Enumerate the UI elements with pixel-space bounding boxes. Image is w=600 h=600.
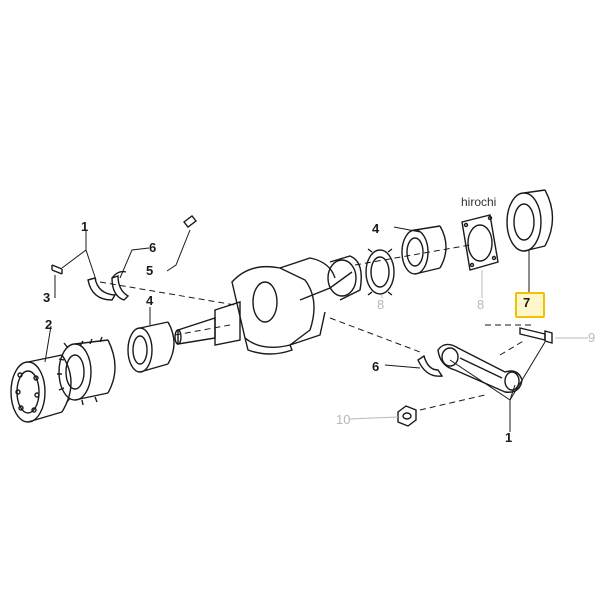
- callout-5[interactable]: 5: [146, 263, 154, 278]
- callout-10[interactable]: 10: [336, 412, 351, 427]
- bearing-sleeve-top-part: [401, 225, 447, 275]
- bearing-shell-upper-part: [87, 277, 117, 301]
- key-part: [183, 215, 197, 228]
- bearing-shell-6-part: [111, 270, 130, 301]
- nut-part: [397, 405, 417, 427]
- shaft-seal-part: [506, 189, 554, 252]
- gear-sprocket-part: [57, 336, 116, 406]
- callout-4-left[interactable]: 4: [146, 293, 154, 308]
- assembly-axis-lines: [99, 244, 535, 411]
- callout-2[interactable]: 2: [45, 317, 53, 332]
- leader-lines-grey: [349, 270, 588, 420]
- connecting-rod-part: [437, 343, 523, 393]
- callout-4-top[interactable]: 4: [372, 221, 380, 236]
- ball-bearing-part: [10, 354, 72, 423]
- bolt-part: [519, 327, 553, 344]
- callout-8-a[interactable]: 8: [377, 297, 385, 312]
- callout-1-top[interactable]: 1: [81, 219, 89, 234]
- callout-6-lower[interactable]: 6: [372, 359, 380, 374]
- crankshaft-part: [174, 255, 362, 355]
- bearing-shell-lower-part: [417, 354, 444, 377]
- leader-lines: [44, 226, 546, 432]
- watermark-text: hirochi: [461, 195, 497, 209]
- flange-plate-part: [461, 214, 499, 271]
- callout-7[interactable]: 7: [523, 295, 531, 310]
- flanged-ring-part: [365, 248, 395, 296]
- callout-1-bottom[interactable]: 1: [505, 430, 513, 445]
- callout-8-b[interactable]: 8: [477, 297, 485, 312]
- callout-7-highlight[interactable]: [515, 292, 545, 318]
- callout-6-top[interactable]: 6: [149, 240, 157, 255]
- bearing-sleeve-left-part: [127, 321, 175, 373]
- callout-9[interactable]: 9: [588, 330, 596, 345]
- pin-part: [51, 264, 63, 275]
- callout-3[interactable]: 3: [43, 290, 51, 305]
